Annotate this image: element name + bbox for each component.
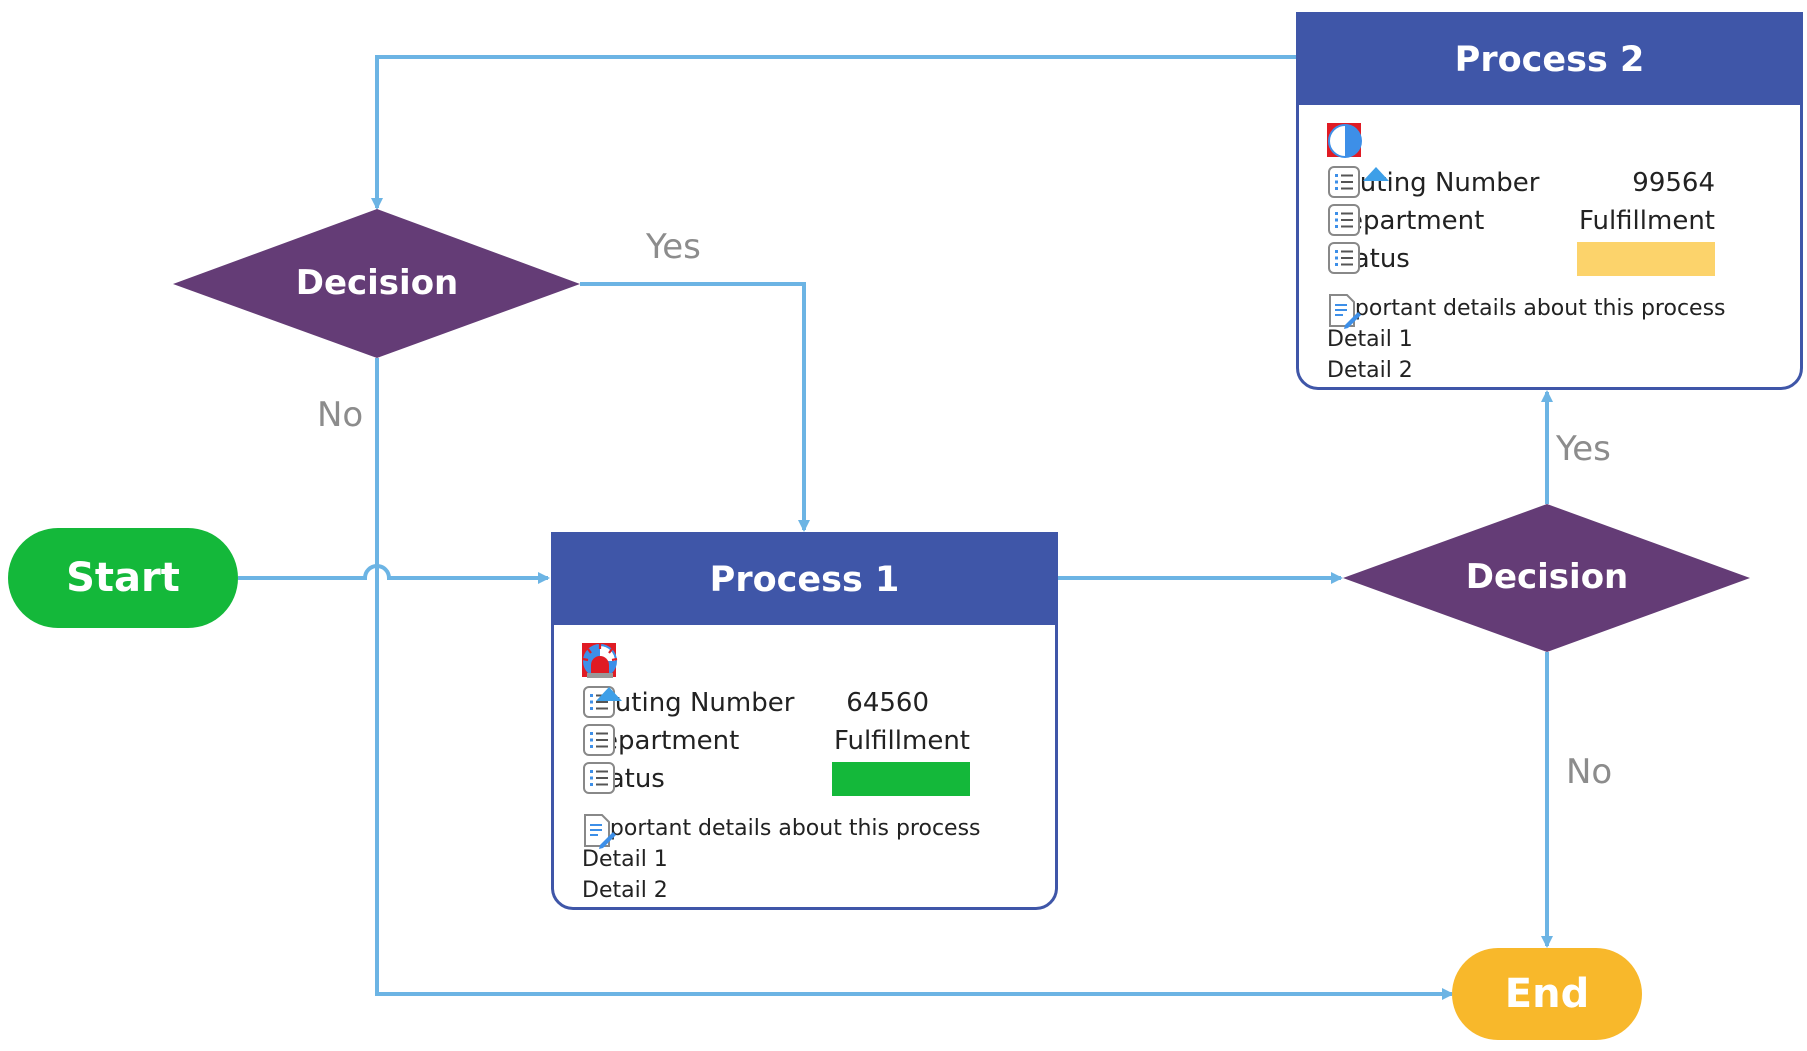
edge-label-right-yes: Yes [1556,429,1611,469]
connector-process2-to-left-decision [371,55,1296,210]
process2-field-status: Status [1327,241,1715,277]
process1-card[interactable]: Process 1 1 [551,532,1058,910]
end-terminal[interactable]: End [1452,948,1642,1040]
field-key: Department [582,726,740,756]
list-icon [1328,166,1360,198]
field-value: 99564 [1632,168,1715,198]
process1-field-department: Department Fulfillment [582,723,970,759]
process2-notes: Important details about this process Det… [1327,293,1726,386]
status-swatch [832,762,970,796]
process1-badges: 1 [582,643,618,678]
decision-left-label: Decision [295,263,459,303]
note-edit-icon [584,814,616,849]
field-key: Department [1327,206,1485,236]
process2-title: Process 2 [1454,40,1645,80]
edge-label-left-no: No [317,395,364,435]
end-label: End [1504,971,1590,1017]
process1-title: Process 1 [709,560,900,600]
list-icon [1328,242,1360,274]
notes-line: Detail 2 [1327,358,1413,383]
process2-header: Process 2 [1299,15,1800,105]
triangle-up-icon [1363,167,1389,181]
list-icon [583,762,615,794]
notes-line: Detail 1 [582,847,668,872]
notes-heading: Important details about this process [1327,296,1726,321]
connector-start-to-process1 [238,564,550,584]
note-edit-icon [1329,294,1361,329]
start-label: Start [66,555,180,601]
field-value: Fulfillment [833,726,970,756]
connector-left-no-to-end [375,358,1454,1000]
notes-heading: Important details about this process [582,816,981,841]
decision-right-label: Decision [1465,557,1629,597]
connector-left-yes-to-process1 [580,282,810,532]
process1-notes: Important details about this process Det… [582,813,981,906]
notes-line: Detail 1 [1327,327,1413,352]
triangle-up-icon [596,687,622,701]
field-value: Fulfillment [1578,206,1715,236]
process2-badges: 1 [1327,123,1362,158]
field-value: 64560 [846,688,929,718]
decision-left-shape[interactable] [173,209,580,358]
process2-card[interactable]: Process 2 1 Routing Number 99564 [1296,12,1803,390]
list-icon [583,724,615,756]
field-key: Routing Number [582,688,795,718]
notes-line: Detail 2 [582,878,668,903]
list-icon [1328,204,1360,236]
field-key: Routing Number [1327,168,1540,198]
process2-field-department: Department Fulfillment [1327,203,1715,239]
half-pie-icon [1328,124,1362,158]
process1-field-status: Status [582,761,970,797]
status-swatch [1577,242,1715,276]
process2-field-routing: Routing Number 99564 [1327,165,1715,201]
edge-label-right-no: No [1566,752,1613,792]
edge-label-left-yes: Yes [646,227,701,267]
alarm-icon [582,644,618,678]
process1-header: Process 1 [554,535,1055,625]
decision-right-shape[interactable] [1343,504,1750,652]
process1-field-routing: Routing Number 64560 [582,685,929,721]
start-terminal[interactable]: Start [8,528,238,628]
